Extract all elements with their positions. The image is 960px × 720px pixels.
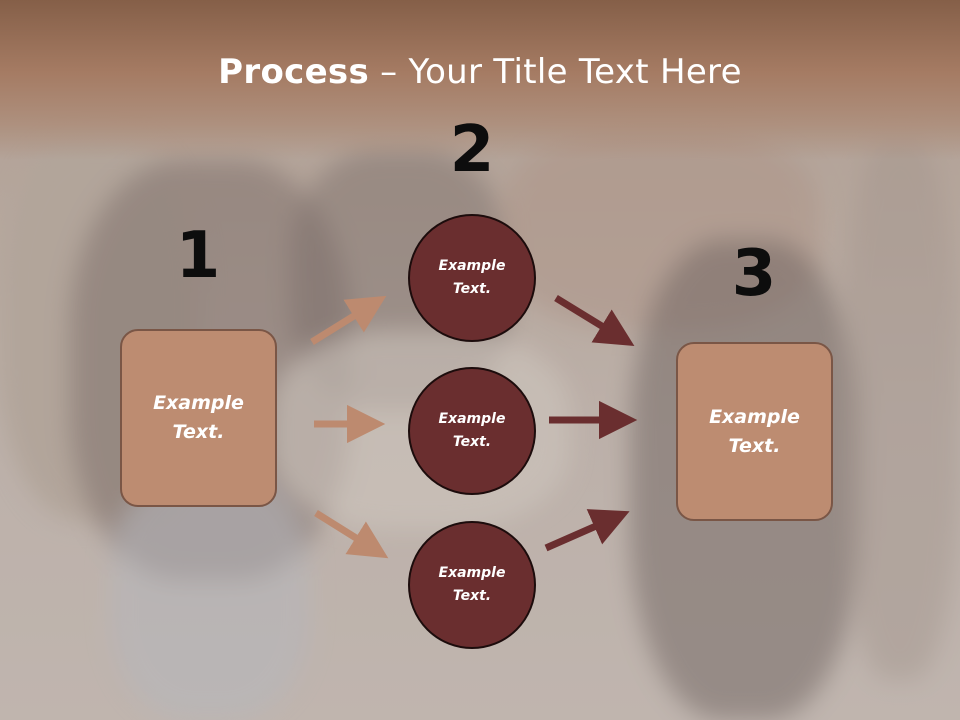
arrow-1-to-circle-top xyxy=(310,295,387,345)
slide-title: Process – Your Title Text Here xyxy=(0,52,960,92)
title-bold: Process xyxy=(218,52,370,92)
circle-middle-line-1: Example xyxy=(438,411,506,427)
arrow-circle-bottom-to-3 xyxy=(544,509,630,552)
step-number-3: 3 xyxy=(731,237,777,311)
step-1-box-line-1: Example xyxy=(153,392,244,414)
title-rest: – Your Title Text Here xyxy=(369,52,742,92)
arrow-circle-top-to-3 xyxy=(554,295,635,347)
step-3-box-line-2: Text. xyxy=(728,434,781,457)
circle-bottom-line-1: Example xyxy=(438,565,506,581)
step-1-box-line-2: Text. xyxy=(172,421,225,443)
circle-top-line-2: Text. xyxy=(452,281,492,297)
circle-bottom-line-2: Text. xyxy=(452,588,492,604)
circle-top-line-1: Example xyxy=(438,258,506,274)
arrow-1-to-circle-bottom xyxy=(314,510,389,559)
step-number-1: 1 xyxy=(175,219,221,293)
circle-middle-line-2: Text. xyxy=(452,434,492,450)
step-3-box-line-1: Example xyxy=(709,405,800,428)
title-band xyxy=(0,0,960,160)
step-number-2: 2 xyxy=(449,113,495,187)
